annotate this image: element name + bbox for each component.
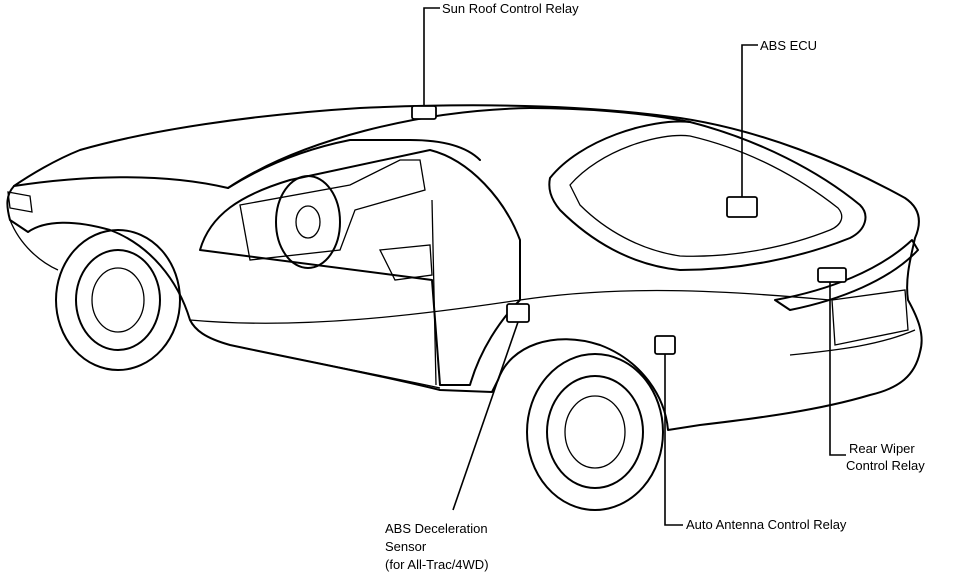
rear-window	[548, 120, 867, 271]
abs-ecu-label: ABS ECU	[760, 38, 818, 53]
rear-wheel-rim	[546, 375, 644, 489]
auto-antenna-leader	[664, 354, 683, 526]
abs-ecu-part	[726, 196, 758, 218]
abs-deceleration-sensor-part	[506, 303, 530, 323]
front-wheel-rim	[75, 249, 161, 351]
side-crease	[189, 289, 831, 324]
rear-window-inner	[569, 134, 843, 257]
rear-wheel-hub	[564, 395, 626, 469]
sun-roof-control-relay-label: Sun Roof Control Relay	[442, 1, 579, 16]
abs-deceleration-sensor-label-line2: Sensor	[385, 539, 427, 554]
roof-line	[227, 107, 691, 189]
auto-antenna-control-relay-part	[654, 335, 676, 355]
steering-hub	[295, 205, 321, 239]
rear-wiper-control-relay-label-line2: Control Relay	[846, 458, 925, 473]
hood-line	[13, 176, 229, 189]
steering-wheel	[275, 175, 341, 269]
tail-lamp	[831, 289, 909, 346]
front-tire	[55, 229, 181, 371]
abs-sensor-leader	[452, 321, 519, 511]
windshield	[227, 139, 481, 189]
door-edge	[431, 199, 437, 386]
rear-bumper	[789, 329, 916, 356]
abs-ecu-leader	[741, 44, 758, 197]
rear-wiper-leader	[829, 282, 846, 456]
rear-wiper-control-relay-part	[817, 267, 847, 283]
front-wheel-hub	[91, 267, 145, 333]
abs-deceleration-sensor-label-line3: (for All-Trac/4WD)	[385, 557, 489, 572]
rear-tire	[526, 353, 664, 511]
headlight	[7, 191, 33, 213]
rocker-panel	[229, 344, 441, 389]
auto-antenna-control-relay-label: Auto Antenna Control Relay	[686, 517, 847, 532]
door-opening	[199, 149, 521, 386]
abs-deceleration-sensor-label-line1: ABS Deceleration	[385, 521, 488, 536]
seat	[378, 244, 433, 281]
front-bumper	[9, 219, 59, 271]
sun-roof-control-relay-part	[411, 105, 437, 120]
car-body-outline	[6, 104, 923, 431]
rear-wiper-control-relay-label-line1: Rear Wiper	[849, 441, 915, 456]
sun-roof-relay-leader	[423, 7, 440, 106]
dashboard	[239, 159, 426, 261]
